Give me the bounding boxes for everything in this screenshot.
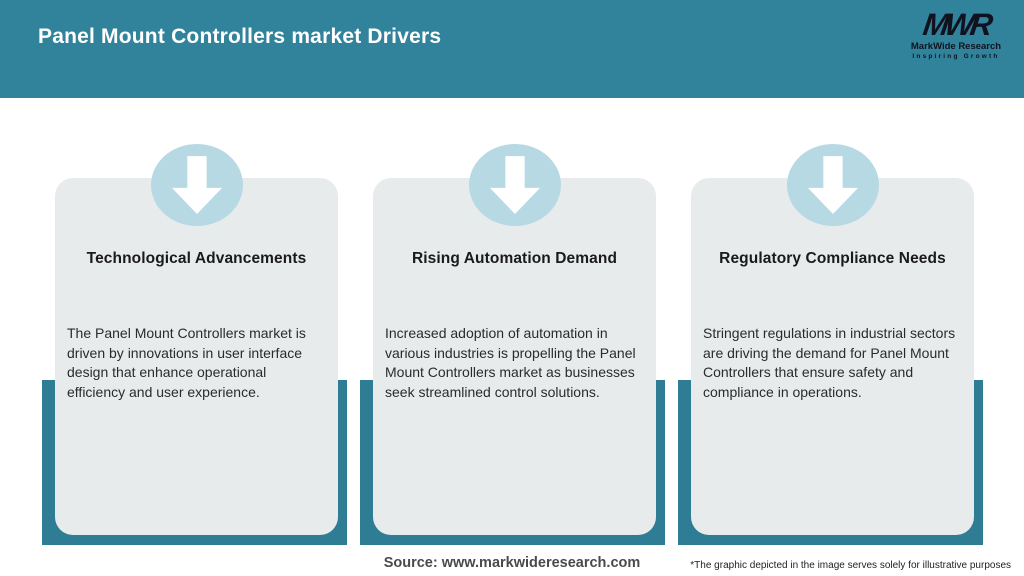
driver-card-regulatory-compliance-needs: Regulatory Compliance Needs Stringent re… [691,144,974,535]
card-title: Rising Automation Demand [411,250,618,267]
driver-card-rising-automation-demand: Rising Automation Demand Increased adopt… [373,144,656,535]
disclaimer-text: *The graphic depicted in the image serve… [690,560,1011,571]
logo-tagline: Inspiring Growth [912,53,1000,60]
card-body: The Panel Mount Controllers market is dr… [67,325,306,400]
page-title: Panel Mount Controllers market Drivers [38,25,442,48]
down-arrow-icon [150,144,243,226]
card-title: Regulatory Compliance Needs [719,250,946,267]
logo-mwr-monogram: MWR [920,7,992,42]
source-text: Source: www.markwideresearch.com [383,555,641,571]
card-body: Stringent regulations in industrial sect… [703,325,956,400]
markwide-research-logo: MWR MarkWide Research Inspiring Growth [910,7,1002,60]
down-arrow-icon [786,144,879,226]
driver-card-technological-advancements: Technological Advancements The Panel Mou… [55,144,338,535]
card-body: Increased adoption of automation in vari… [385,325,636,400]
down-arrow-icon [468,144,561,226]
card-title: Technological Advancements [86,250,307,267]
header-bar: Panel Mount Controllers market Drivers M… [0,0,1024,98]
logo-company-name: MarkWide Research [910,41,1002,52]
